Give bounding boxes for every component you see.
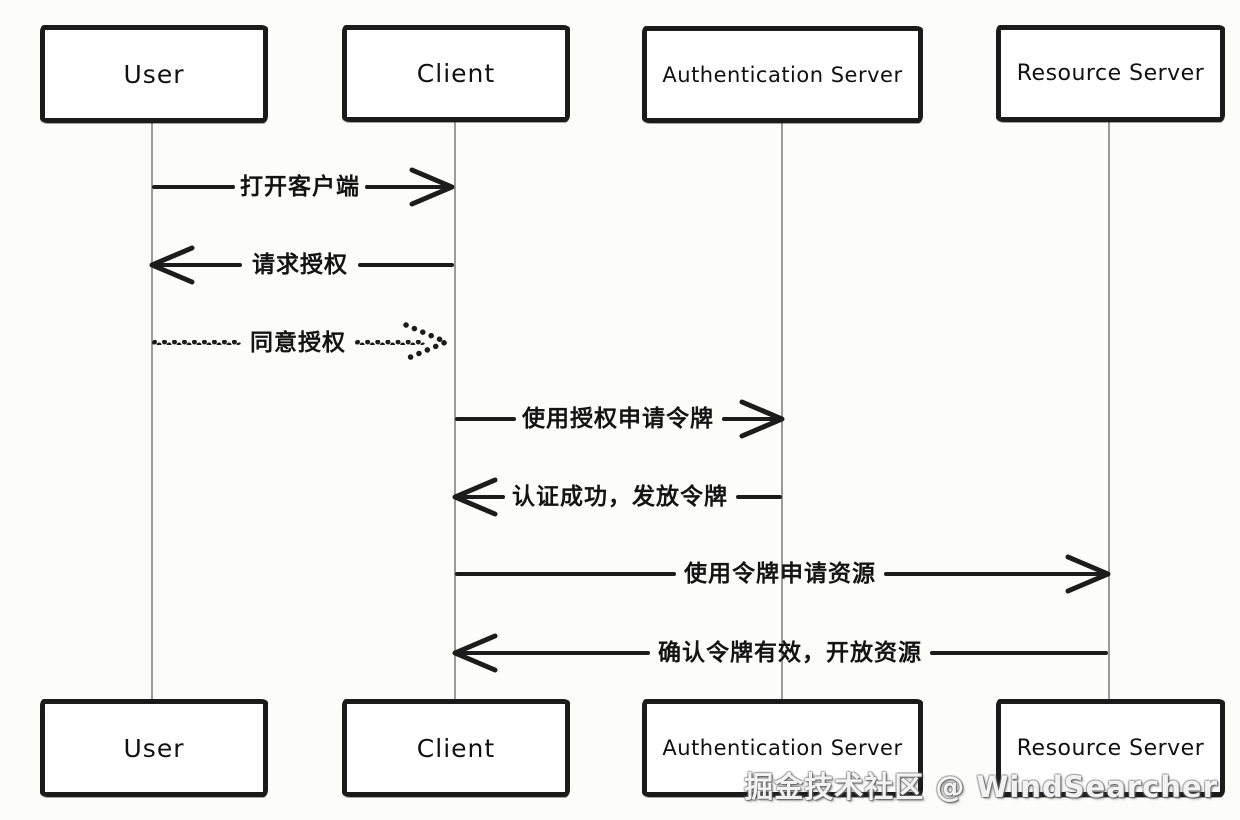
actor-box-user-top: User	[40, 25, 268, 123]
arrow-left-icon	[452, 477, 498, 517]
message-line	[365, 185, 448, 189]
message-line	[358, 263, 454, 267]
lifeline-resource-server	[1108, 122, 1110, 700]
actor-box-user-bottom: User	[40, 699, 268, 797]
message-label: 确认令牌有效，开放资源	[658, 640, 922, 666]
arrow-right-dotted-icon	[403, 322, 449, 362]
watermark: 掘金技术社区 @ WindSearcher	[744, 770, 1218, 804]
arrow-left-icon	[452, 633, 498, 673]
message-label: 认证成功，发放令牌	[512, 484, 728, 510]
actor-label: Authentication Server	[662, 736, 903, 760]
message-line	[455, 417, 516, 421]
actor-box-resource-server-bottom: Resource Server	[996, 699, 1225, 797]
message-line	[455, 572, 676, 576]
message-line	[930, 651, 1108, 655]
actor-label: Resource Server	[1016, 735, 1205, 761]
message-line	[152, 185, 235, 189]
actor-box-authentication-server-top: Authentication Server	[642, 26, 923, 123]
message-label: 使用令牌申请资源	[684, 561, 876, 587]
message-line	[736, 495, 782, 499]
arrow-right-icon	[739, 399, 785, 439]
actor-box-client-top: Client	[342, 25, 570, 122]
arrow-right-icon	[1065, 554, 1111, 594]
actor-label: Client	[416, 733, 496, 763]
actor-label: Authentication Server	[662, 62, 903, 87]
actor-box-client-bottom: Client	[342, 699, 570, 797]
actor-box-resource-server-top: Resource Server	[996, 25, 1225, 122]
lifeline-client	[454, 122, 456, 700]
arrow-left-icon	[149, 245, 195, 285]
actor-label: User	[123, 733, 185, 763]
message-label: 打开客户端	[240, 174, 360, 200]
message-line	[722, 417, 778, 421]
arrow-right-icon	[409, 167, 455, 207]
message-label: 请求授权	[252, 252, 348, 278]
message-label: 使用授权申请令牌	[522, 406, 714, 432]
actor-label: Client	[416, 59, 496, 88]
actor-label: User	[123, 59, 185, 89]
message-line	[455, 651, 650, 655]
actor-label: Resource Server	[1016, 61, 1205, 86]
message-label: 同意授权	[250, 330, 346, 356]
message-line-dotted	[355, 340, 425, 345]
message-line	[884, 572, 1104, 576]
message-line	[455, 495, 505, 499]
message-line	[152, 263, 242, 267]
lifeline-authentication-server	[781, 122, 783, 700]
message-line-dotted	[152, 340, 241, 345]
actor-box-authentication-server-bottom: Authentication Server	[642, 699, 923, 797]
lifeline-user	[151, 122, 153, 700]
